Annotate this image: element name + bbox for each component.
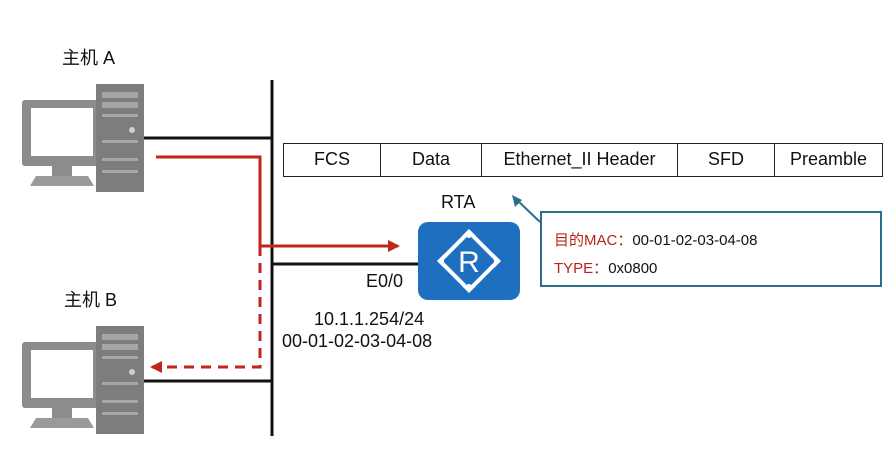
router-mac-label: 00-01-02-03-04-08 xyxy=(282,331,433,351)
dest-mac-label: 目的MAC： xyxy=(554,232,633,249)
host-b-pc-icon xyxy=(22,326,144,434)
frame-field-preamble: Preamble xyxy=(789,149,868,169)
router-ip-label: 10.1.1.254/24 xyxy=(314,309,425,329)
router-name-label: RTA xyxy=(441,192,476,212)
frame-field-header: Ethernet_II Header xyxy=(482,144,678,176)
router-icon: R xyxy=(418,222,520,300)
host-a-label: 主机 A xyxy=(62,48,116,68)
type-value: 0x0800 xyxy=(608,260,658,277)
frame-discard-arrow xyxy=(150,246,262,373)
type-row: TYPE：0x0800 xyxy=(554,255,880,283)
frame-field-fcs: FCS xyxy=(284,144,381,176)
host-b-label: 主机 B xyxy=(64,290,118,310)
ethernet-frame: FCS Data Ethernet_II Header SFD Preamble xyxy=(283,143,883,177)
router-icon-letter: R xyxy=(458,246,480,279)
frame-field-sfd: SFD xyxy=(678,144,775,176)
callout-pointer-icon xyxy=(512,195,541,223)
type-label: TYPE： xyxy=(554,260,609,277)
dest-mac-row: 目的MAC：00-01-02-03-04-08 xyxy=(554,227,880,255)
interface-label: E0/0 xyxy=(366,271,404,291)
frame-path-arrow xyxy=(156,155,400,252)
frame-field-data: Data xyxy=(381,144,482,176)
host-a-pc-icon xyxy=(22,84,144,192)
header-detail-callout: 目的MAC：00-01-02-03-04-08 TYPE：0x0800 xyxy=(540,211,882,287)
dest-mac-value: 00-01-02-03-04-08 xyxy=(632,232,758,249)
